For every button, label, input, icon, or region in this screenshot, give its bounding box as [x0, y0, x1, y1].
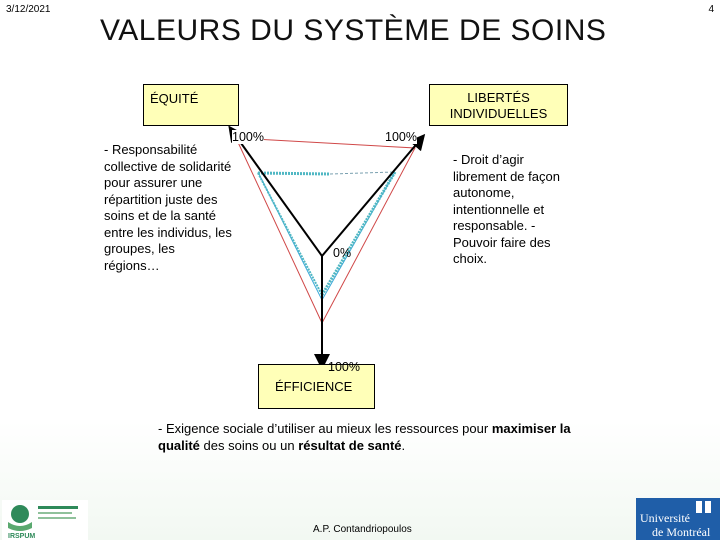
efficience-desc-part: - Exigence sociale d’utiliser au mieux l…: [158, 421, 492, 436]
efficience-description: - Exigence sociale d’utiliser au mieux l…: [158, 421, 578, 454]
equite-label: ÉQUITÉ: [150, 91, 199, 106]
efficience-label: ÉFFICIENCE: [275, 379, 353, 394]
percent-center: 0%: [333, 246, 352, 260]
dotted-triangle: [257, 171, 331, 176]
libertes-description: - Droit d’agir librement de façon autono…: [453, 152, 560, 266]
blue-line: [257, 171, 396, 302]
author-credit: A.P. Contandriopoulos: [313, 524, 412, 535]
libertes-label: LIBERTÉS INDIVIDUELLES: [449, 90, 548, 121]
udem-logo-line2: de Montréal: [652, 525, 711, 539]
equite-box: ÉQUITÉ: [143, 84, 239, 126]
slide-date: 3/12/2021: [6, 4, 51, 15]
axis-equite: [228, 125, 323, 257]
udem-logo-line1: Université: [640, 511, 690, 525]
udem-logo: Université de Montréal: [636, 498, 720, 540]
axis-libertes: [321, 133, 426, 257]
irspum-logo: IRSPUM: [2, 500, 88, 540]
efficience-desc-bold: maximiser la qualité: [158, 421, 571, 453]
equite-description: - Responsabilité collective de solidarit…: [104, 142, 232, 273]
percent-efficience: 100%: [328, 360, 360, 374]
dotted-triangle-right: [320, 171, 397, 296]
efficience-desc-bold: résultat de santé: [298, 437, 402, 453]
efficience-desc-part: .: [401, 437, 406, 453]
irspum-logo-text: IRSPUM: [8, 533, 35, 540]
efficience-box: ÉFFICIENCE: [258, 364, 375, 409]
page-number: 4: [708, 4, 714, 15]
libertes-box: LIBERTÉS INDIVIDUELLES: [429, 84, 568, 126]
dotted-triangle-top-right: [329, 171, 396, 175]
red-triangle: [235, 137, 416, 325]
percent-libertes: 100%: [385, 130, 417, 144]
slide-title: VALEURS DU SYSTÈME DE SOINS: [100, 14, 607, 47]
dotted-triangle-left: [257, 172, 323, 296]
efficience-desc-part: des soins ou un: [199, 437, 299, 453]
percent-equite: 100%: [232, 130, 264, 144]
